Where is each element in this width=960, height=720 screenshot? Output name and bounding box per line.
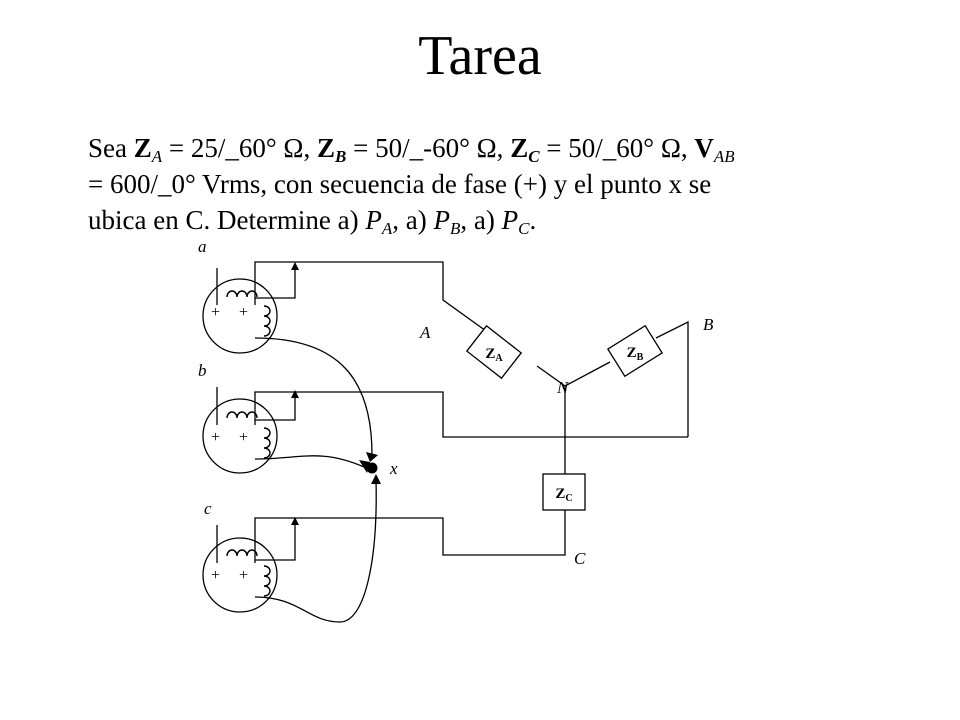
line-b-to-bus bbox=[254, 391, 688, 438]
line-a-to-A bbox=[254, 261, 494, 337]
source-a-circle bbox=[202, 278, 278, 354]
label-b: b bbox=[198, 361, 207, 380]
label-node-N: N bbox=[556, 378, 570, 397]
impedance-zc: ZC bbox=[542, 473, 586, 511]
svg-text:ZC: ZC bbox=[555, 486, 572, 504]
source-b-circle bbox=[202, 398, 278, 474]
source-a bbox=[202, 261, 494, 456]
source-b-lead-to-x bbox=[254, 455, 365, 468]
source-a-tap bbox=[255, 266, 296, 299]
vab-symbol: V bbox=[694, 133, 714, 163]
impedance-zb: ZB bbox=[606, 324, 664, 378]
polarity-c-1: + bbox=[211, 567, 220, 584]
pa-symbol: P bbox=[365, 205, 382, 235]
polarity-a-1: + bbox=[211, 304, 220, 321]
arrowhead-a-icon bbox=[291, 262, 299, 270]
arrowhead-b-icon bbox=[291, 390, 299, 398]
problem-line-1: Sea ZA = 25/_60° Ω, ZB = 50/_-60° Ω, ZC … bbox=[88, 133, 735, 166]
arrowhead-x-from-a-icon bbox=[366, 452, 378, 462]
label-a: a bbox=[198, 237, 207, 256]
source-c-circle bbox=[202, 537, 278, 613]
source-c-tap bbox=[255, 521, 296, 561]
source-b-tap bbox=[255, 394, 296, 421]
source-c-lead-to-x bbox=[254, 479, 377, 623]
impedance-za: ZA bbox=[465, 324, 523, 380]
line-c-to-C bbox=[254, 510, 566, 563]
pc-symbol: P bbox=[501, 205, 519, 235]
pb-symbol: P bbox=[433, 205, 451, 235]
label-node-x: x bbox=[389, 459, 398, 478]
problem-line-3: ubica en C. Determine a) PA, a) PB, a) P… bbox=[88, 205, 537, 238]
winding-a-secondary-icon bbox=[263, 305, 271, 337]
source-b bbox=[202, 387, 688, 474]
wire-zb-to-N bbox=[564, 361, 611, 387]
polarity-b-1: + bbox=[211, 429, 220, 446]
winding-c-primary-icon bbox=[226, 549, 258, 557]
polarity-a-2: + bbox=[239, 304, 248, 321]
winding-b-primary-icon bbox=[226, 411, 258, 419]
label-node-B: B bbox=[703, 315, 714, 334]
label-c: c bbox=[204, 499, 212, 518]
za-symbol: Z bbox=[133, 133, 152, 163]
polarity-c-2: + bbox=[239, 567, 248, 584]
problem-line-2: = 600/_0° Vrms, con secuencia de fase (+… bbox=[88, 169, 712, 199]
label-node-A: A bbox=[419, 323, 431, 342]
label-node-C: C bbox=[574, 549, 586, 568]
polarity-b-2: + bbox=[239, 429, 248, 446]
arrowhead-c-icon bbox=[291, 517, 299, 525]
node-x-dot bbox=[366, 462, 378, 474]
winding-a-primary-icon bbox=[226, 290, 258, 298]
arrowhead-x-from-c-icon bbox=[371, 474, 381, 484]
slide-title: Tarea bbox=[418, 25, 542, 87]
svg-text:ZB: ZB bbox=[627, 345, 644, 363]
svg-text:ZA: ZA bbox=[485, 346, 503, 364]
source-c bbox=[202, 479, 566, 623]
zb-symbol: Z bbox=[316, 133, 335, 163]
line-B bbox=[655, 320, 689, 437]
winding-c-secondary-icon bbox=[263, 565, 271, 597]
source-a-lead-to-x bbox=[254, 337, 373, 456]
problem-statement: Sea ZA = 25/_60° Ω, ZB = 50/_-60° Ω, ZC … bbox=[88, 130, 888, 238]
winding-b-secondary-icon bbox=[263, 427, 271, 459]
zc-symbol: Z bbox=[510, 133, 529, 163]
